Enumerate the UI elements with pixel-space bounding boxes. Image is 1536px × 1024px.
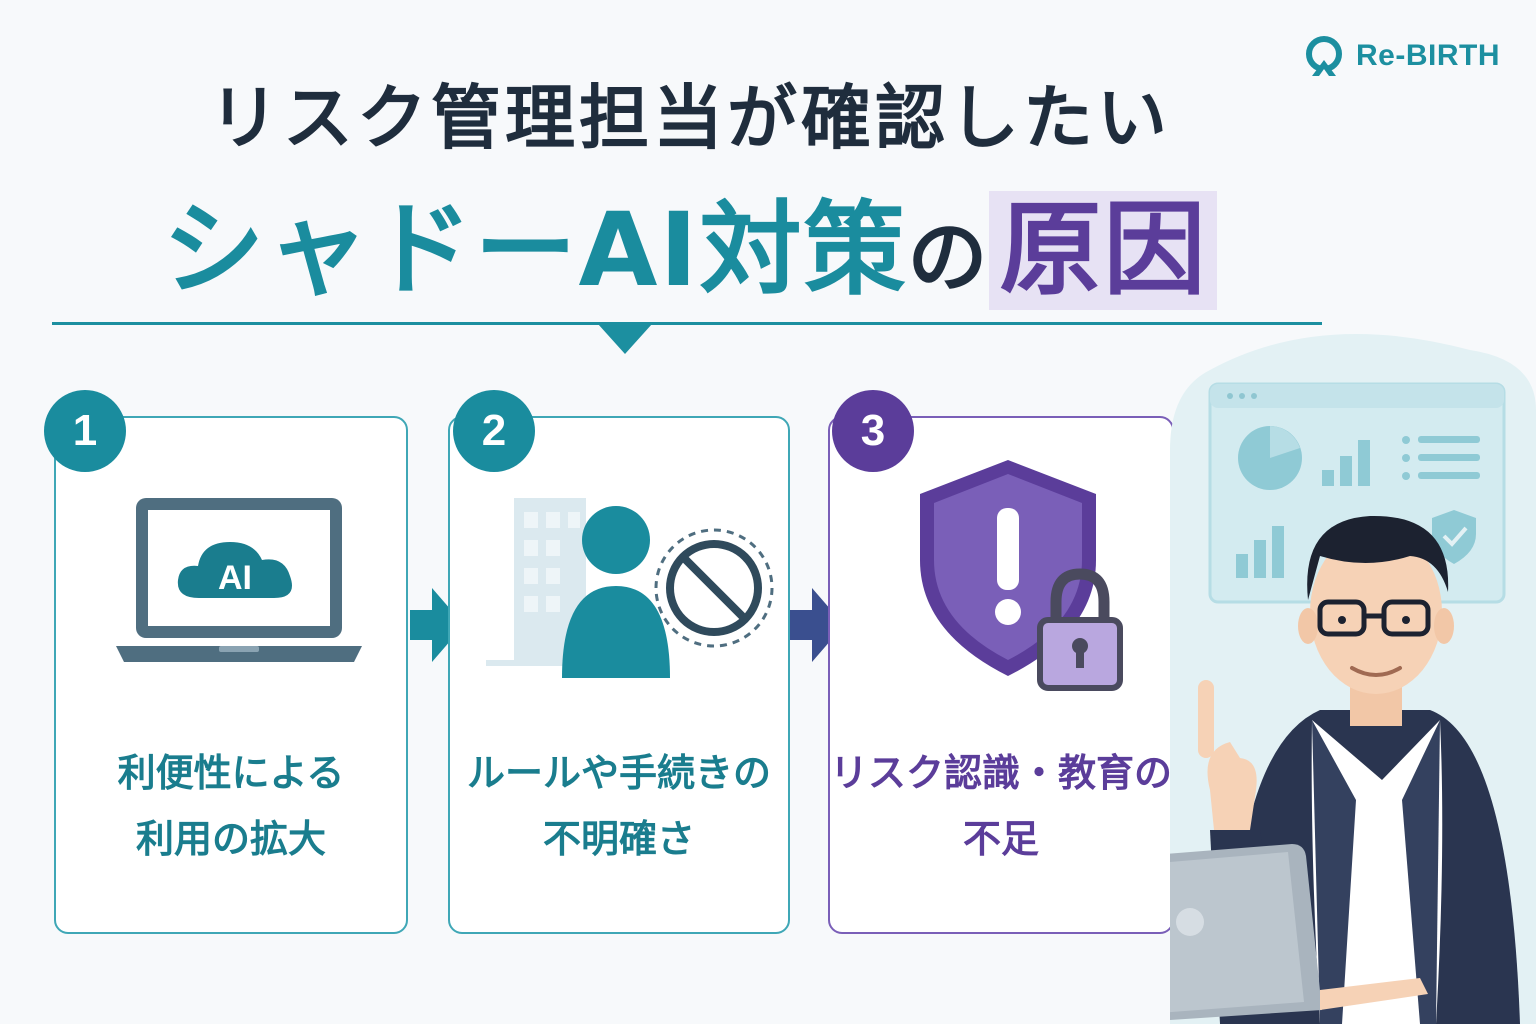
shield-warning-lock-icon xyxy=(920,460,1123,691)
step-badge-1: 1 xyxy=(44,390,126,472)
cause-card-1: AI 利便性による 利用の拡大 xyxy=(54,416,408,934)
step-badge-3: 3 xyxy=(832,390,914,472)
brand-name: Re-BIRTH xyxy=(1356,39,1500,72)
cause-label-2-line2: 不明確さ xyxy=(542,817,695,861)
headline-main: シャドーAI対策 xyxy=(162,191,908,310)
cause-label-3: リスク認識・教育の 不足 xyxy=(830,740,1172,872)
cause-label-2-line1: ルールや手続きの xyxy=(466,751,771,795)
cause-card-3: リスク認識・教育の 不足 xyxy=(828,416,1174,934)
section-divider xyxy=(52,322,1322,325)
laptop-ai-cloud-icon: AI xyxy=(116,498,362,662)
divider-notch-icon xyxy=(598,324,652,354)
person-with-laptop-illustration xyxy=(1170,334,1536,1024)
headline-particle: の xyxy=(907,211,990,304)
headline-highlight: 原因 xyxy=(989,191,1218,310)
brand-logo: Re-BIRTH xyxy=(1302,34,1500,78)
person-prohibited-icon xyxy=(486,498,774,678)
cause-label-1-line2: 利用の拡大 xyxy=(135,817,326,861)
cause-label-3-line2: 不足 xyxy=(962,817,1039,861)
page-title: リスク管理担当が確認したい xyxy=(209,77,1171,159)
page-headline: シャドーAI対策の原因 xyxy=(0,168,1380,315)
cause-label-1: 利便性による 利用の拡大 xyxy=(56,740,406,872)
cause-card-2: ルールや手続きの 不明確さ xyxy=(448,416,790,934)
step-badge-2: 2 xyxy=(453,390,535,472)
cause-label-2: ルールや手続きの 不明確さ xyxy=(450,740,788,872)
cause-label-1-line1: 利便性による xyxy=(117,751,345,795)
rebirth-logo-icon xyxy=(1306,36,1342,76)
laptop-ai-label: AI xyxy=(218,559,252,597)
cause-label-3-line1: リスク認識・教育の xyxy=(830,751,1173,795)
